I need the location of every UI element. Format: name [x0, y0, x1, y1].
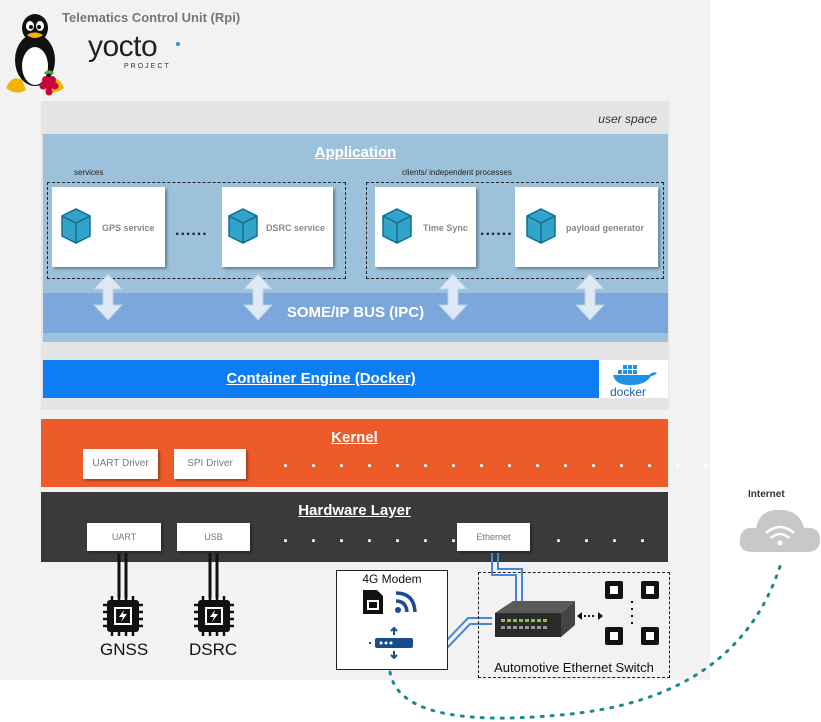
tux-raspberry-logo — [6, 14, 64, 96]
container-cube-icon — [382, 208, 412, 244]
container-cube-icon — [61, 208, 91, 244]
dsrc-label: DSRC — [189, 640, 238, 659]
container-cube-icon — [228, 208, 258, 244]
ethernet-switch-icon[interactable] — [491, 597, 577, 641]
user-space-label: user space — [598, 112, 657, 126]
yocto-logo-dot — [176, 42, 180, 46]
service-card-dsrc[interactable]: DSRC service — [222, 187, 333, 267]
service-label: DSRC service — [266, 223, 326, 233]
services-group — [47, 182, 346, 279]
switch-label: Automotive Ethernet Switch — [494, 660, 654, 675]
services-group-label: services — [74, 168, 104, 177]
docker-logo: docker — [599, 360, 668, 399]
uart-port[interactable]: UART — [87, 523, 161, 551]
gnss-label: GNSS — [100, 640, 149, 659]
container-engine-label-wrap: Container Engine (Docker) — [43, 360, 599, 398]
automotive-ethernet-switch-group: Automotive Ethernet Switch — [478, 572, 670, 678]
process-label: payload generator — [566, 223, 645, 233]
hardware-more-ports: . . . . . . . . — [283, 526, 494, 546]
kernel-more-drivers: . . . . . . . . . . . . . . . . — [283, 451, 718, 471]
ethernet-port[interactable]: Ethernet — [457, 523, 530, 551]
docker-whale-icon — [613, 365, 657, 386]
internet-label: Internet — [748, 489, 785, 500]
process-card-time-sync[interactable]: Time Sync — [375, 187, 476, 267]
services-ellipsis: ...... — [175, 222, 208, 239]
yocto-logo-word: yocto — [88, 30, 158, 63]
yocto-logo-sub: PROJECT — [124, 63, 171, 70]
docker-logo-text: docker — [610, 385, 647, 399]
process-label: Time Sync — [423, 223, 468, 233]
clients-group — [366, 182, 664, 279]
service-card-gps[interactable]: GPS service — [52, 187, 165, 267]
container-engine-label: Container Engine (Docker) — [226, 370, 416, 387]
hardware-more-ports-2: . . . . — [556, 526, 655, 546]
kernel-title: Kernel — [331, 429, 378, 446]
container-engine-bar — [43, 360, 599, 398]
signal-icon — [395, 591, 417, 613]
bidirectional-link-icon — [577, 612, 603, 620]
service-label: GPS service — [102, 223, 155, 233]
clients-ellipsis: ...... — [480, 222, 513, 239]
4g-modem-box[interactable]: 4G Modem — [336, 570, 448, 670]
container-cube-icon — [526, 208, 556, 244]
uart-driver[interactable]: UART Driver — [83, 449, 158, 479]
hardware-title: Hardware Layer — [298, 502, 411, 519]
modem-label: 4G Modem — [362, 572, 422, 586]
kernel-layer: Kernel UART Driver SPI Driver . . . . . … — [41, 419, 708, 487]
page-title: Telematics Control Unit (Rpi) — [62, 10, 241, 25]
usb-port[interactable]: USB — [177, 523, 250, 551]
process-card-payload-generator[interactable]: payload generator — [515, 187, 658, 267]
application-title: Application — [314, 144, 397, 161]
hardware-layer: Hardware Layer UART USB . . . . . . . . … — [41, 492, 668, 562]
sim-card-icon — [363, 590, 383, 614]
ecu-chips-icon — [605, 581, 659, 645]
internet-cloud-icon — [739, 509, 820, 552]
clients-group-label: clients/ independent processes — [402, 168, 512, 177]
someip-bus: SOME/IP BUS (IPC) — [43, 293, 668, 333]
router-icon — [369, 626, 413, 660]
spi-driver[interactable]: SPI Driver — [174, 449, 246, 479]
someip-bus-label: SOME/IP BUS (IPC) — [286, 304, 425, 321]
